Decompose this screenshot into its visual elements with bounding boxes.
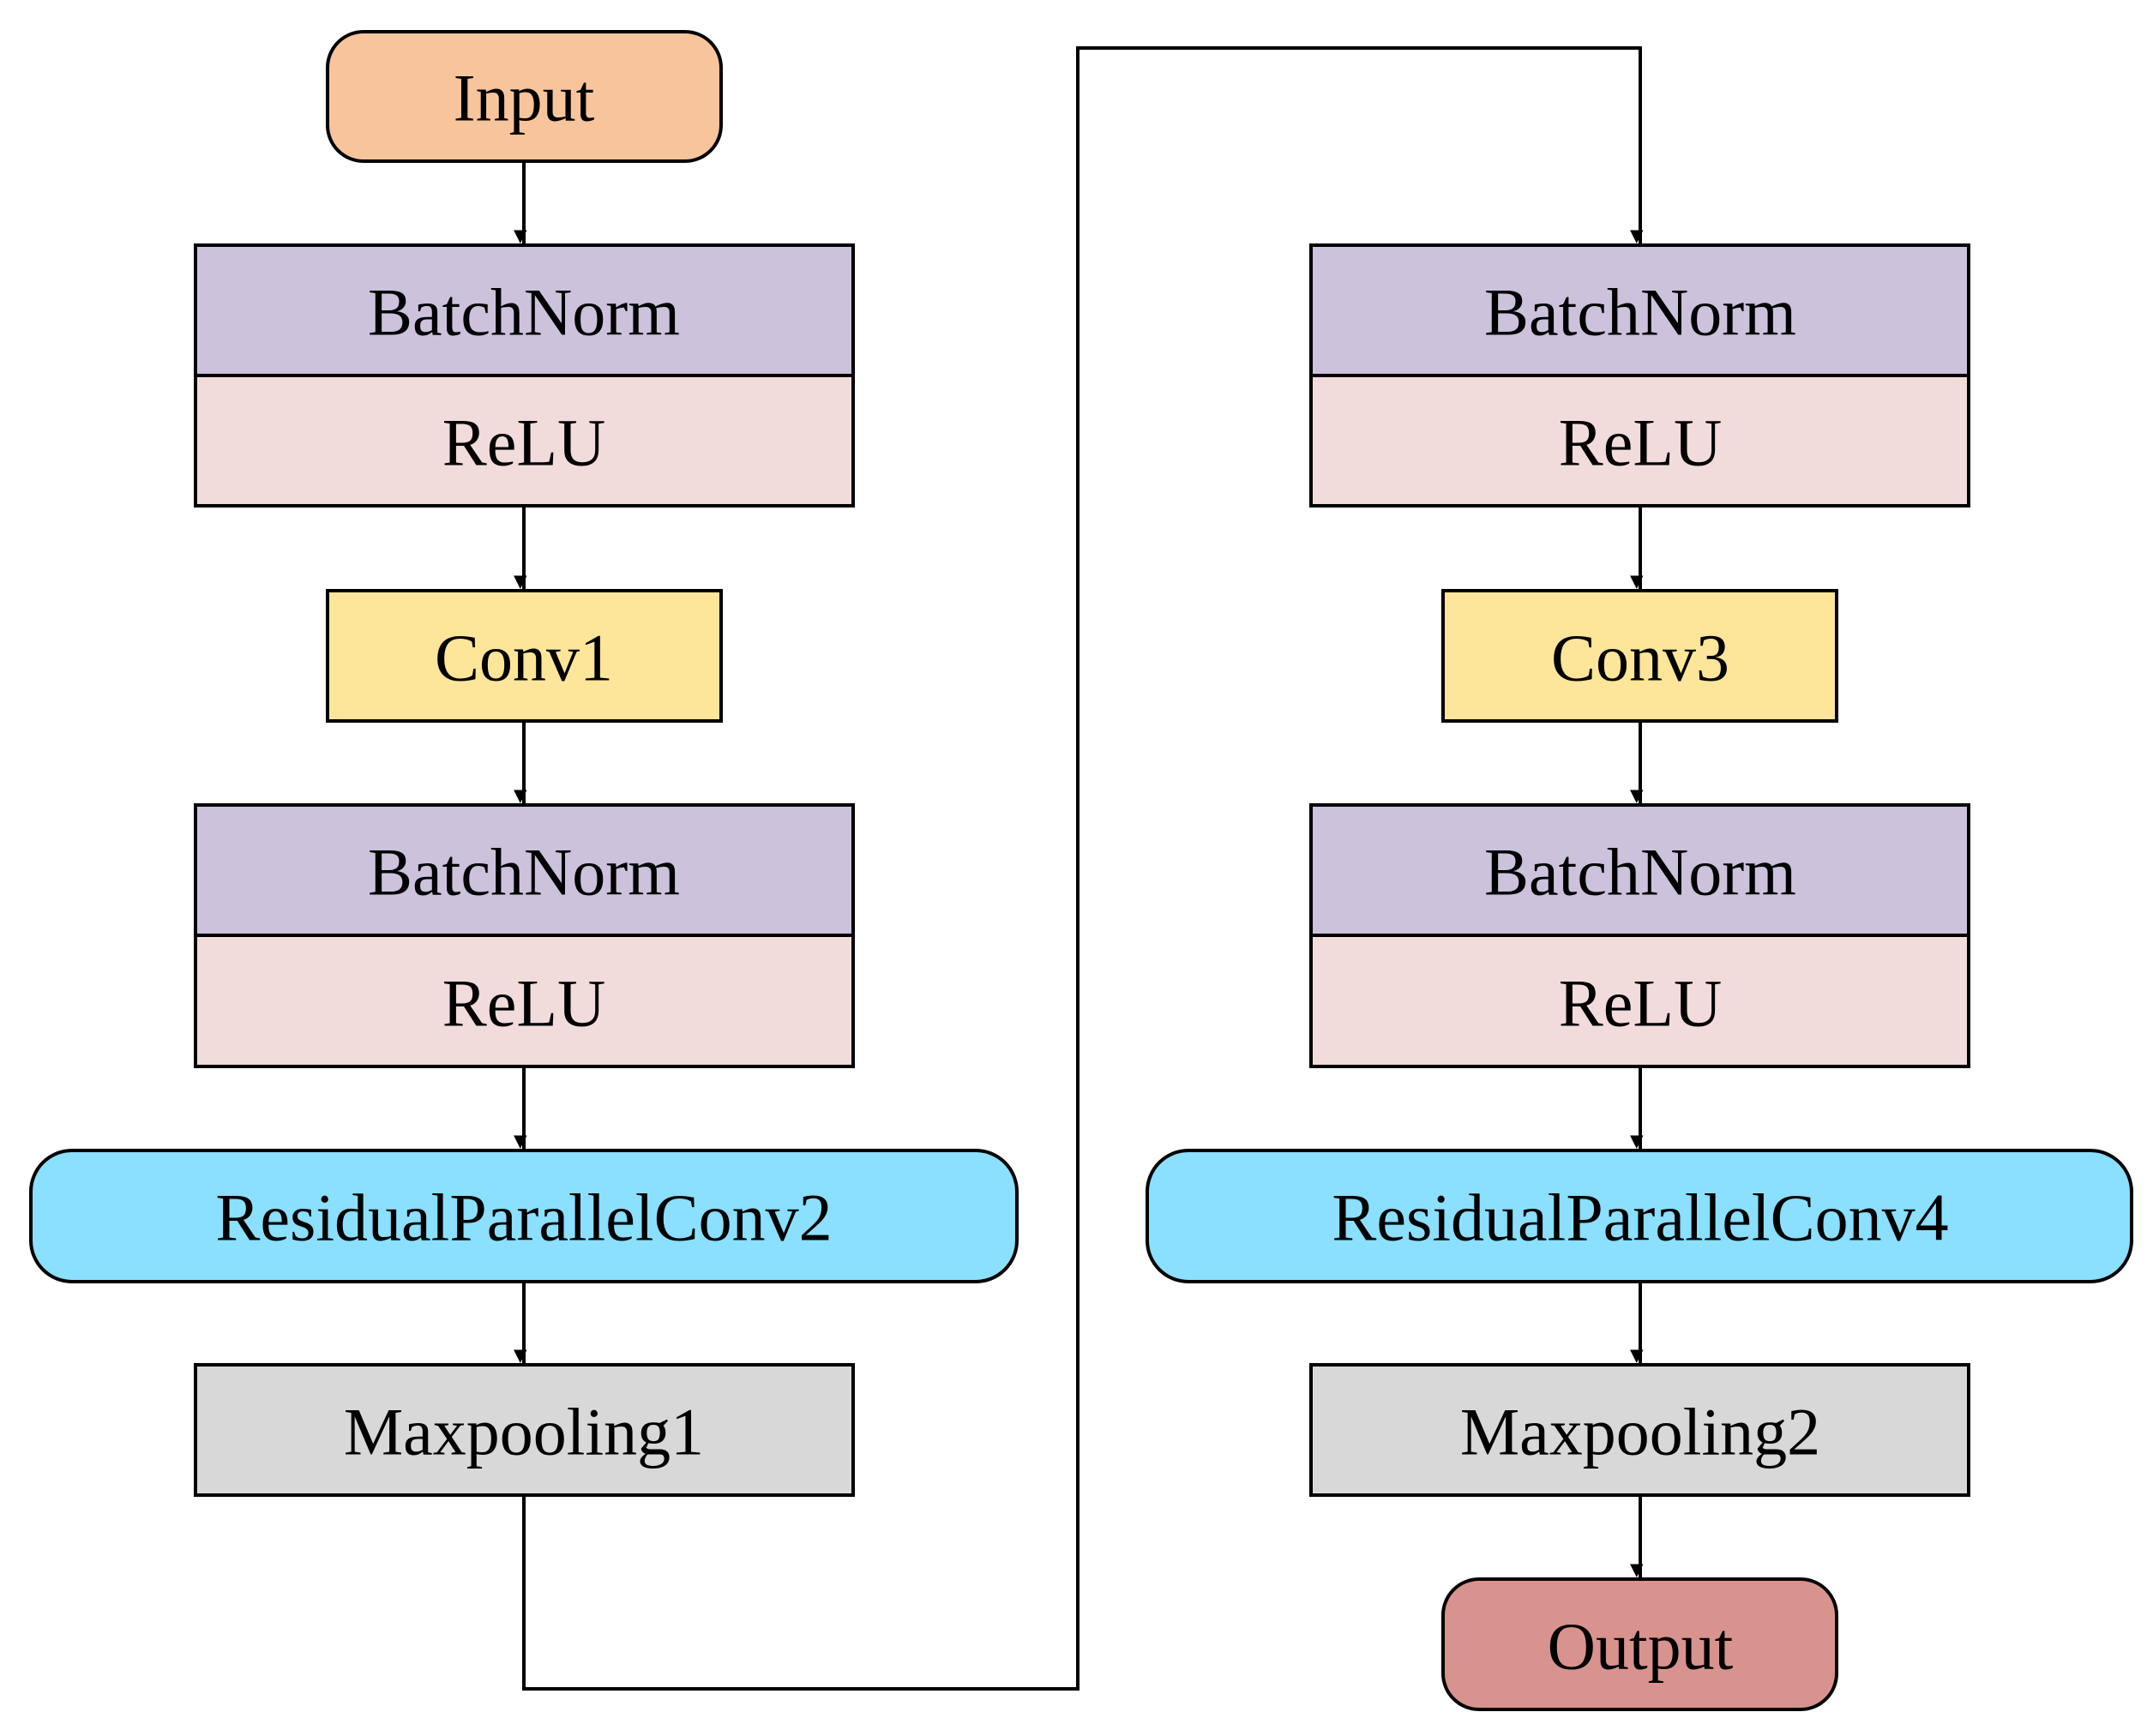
maxpooling2-label: Maxpooling2 [1460,1395,1820,1469]
batchnorm-relu-block-4: BatchNorm ReLU [1309,803,1970,1068]
input-node: Input [326,30,723,163]
output-node: Output [1441,1577,1838,1711]
relu-box-3 [1309,374,1970,508]
batchnorm-label-4: BatchNorm [1484,835,1796,910]
batchnorm-label-3: BatchNorm [1484,275,1796,350]
batchnorm-box-4 [1309,803,1970,937]
relu-label-4: ReLU [1559,966,1723,1041]
output-label: Output [1548,1609,1734,1684]
batchnorm-label-2: BatchNorm [368,835,680,910]
batchnorm-relu-block-2: BatchNorm ReLU [194,803,855,1068]
maxpooling1-box [194,1363,855,1497]
maxpooling1-label: Maxpooling1 [344,1395,704,1469]
input-label: Input [454,61,595,135]
relu-box-1 [194,374,855,508]
relu-label-2: ReLU [442,966,606,1041]
conv3-label: Conv3 [1551,621,1729,695]
residual-parallel-conv2-node: ResidualParallelConv2 [29,1149,1019,1283]
batchnorm-relu-block-1: BatchNorm ReLU [194,243,855,508]
residual-parallel-conv2-label: ResidualParallelConv2 [215,1180,832,1255]
conv1-label: Conv1 [435,621,613,695]
connector-maxpooling1-to-batchnorm-3 [522,46,1644,1691]
batchnorm-box-3 [1309,243,1970,377]
relu-label-3: ReLU [1559,405,1723,480]
conv3-node: Conv3 [1441,589,1838,723]
batchnorm-label-1: BatchNorm [368,275,680,350]
residual-parallel-conv4-node: ResidualParallelConv4 [1146,1149,2133,1283]
maxpooling2-node: Maxpooling2 [1309,1363,1970,1497]
relu-label-1: ReLU [442,405,606,480]
conv1-node: Conv1 [326,589,723,723]
maxpooling1-node: Maxpooling1 [194,1363,855,1497]
maxpooling2-box [1309,1363,1970,1497]
conv1-box [326,589,723,723]
output-box [1441,1577,1838,1711]
batchnorm-relu-block-3: BatchNorm ReLU [1309,243,1970,508]
relu-box-4 [1309,934,1970,1068]
batchnorm-box-1 [194,243,855,377]
residual-parallel-conv4-label: ResidualParallelConv4 [1332,1180,1948,1255]
